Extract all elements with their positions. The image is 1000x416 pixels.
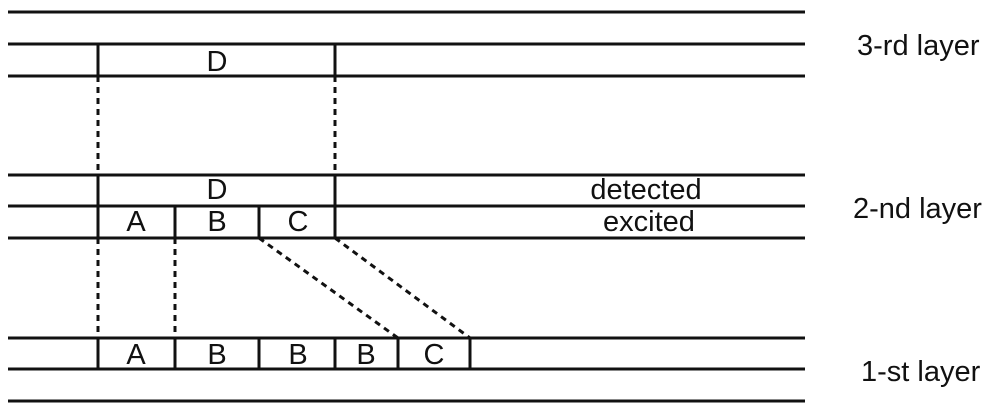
first-layer-cell-b-1: B (207, 339, 226, 371)
second-layer-upper-cell-d: D (207, 174, 228, 206)
dash-2to1-diag-1 (258, 236, 399, 340)
horizontal-lines (8, 10, 805, 403)
second-layer-lower-cell-b: B (207, 206, 226, 238)
third-layer-cell-d: D (207, 46, 228, 78)
first-layer-cell-b-3: B (356, 339, 375, 371)
dash-2to1-diag-2 (334, 236, 471, 340)
second-layer-lower-cell-a: A (126, 206, 146, 238)
third-layer-label: 3-rd layer (857, 30, 980, 62)
first-layer-cell-b-2: B (288, 339, 307, 371)
detected-label: detected (590, 174, 701, 206)
first-layer-cell-c: C (424, 339, 445, 371)
first-layer-label: 1-st layer (861, 356, 981, 388)
second-layer-label: 2-nd layer (853, 193, 982, 225)
second-layer-lower-cell-c: C (288, 206, 309, 238)
excited-label: excited (603, 206, 695, 238)
first-layer-cell-a: A (126, 339, 146, 371)
cell-separators (96, 44, 472, 369)
dashed-connectors (96, 76, 471, 340)
